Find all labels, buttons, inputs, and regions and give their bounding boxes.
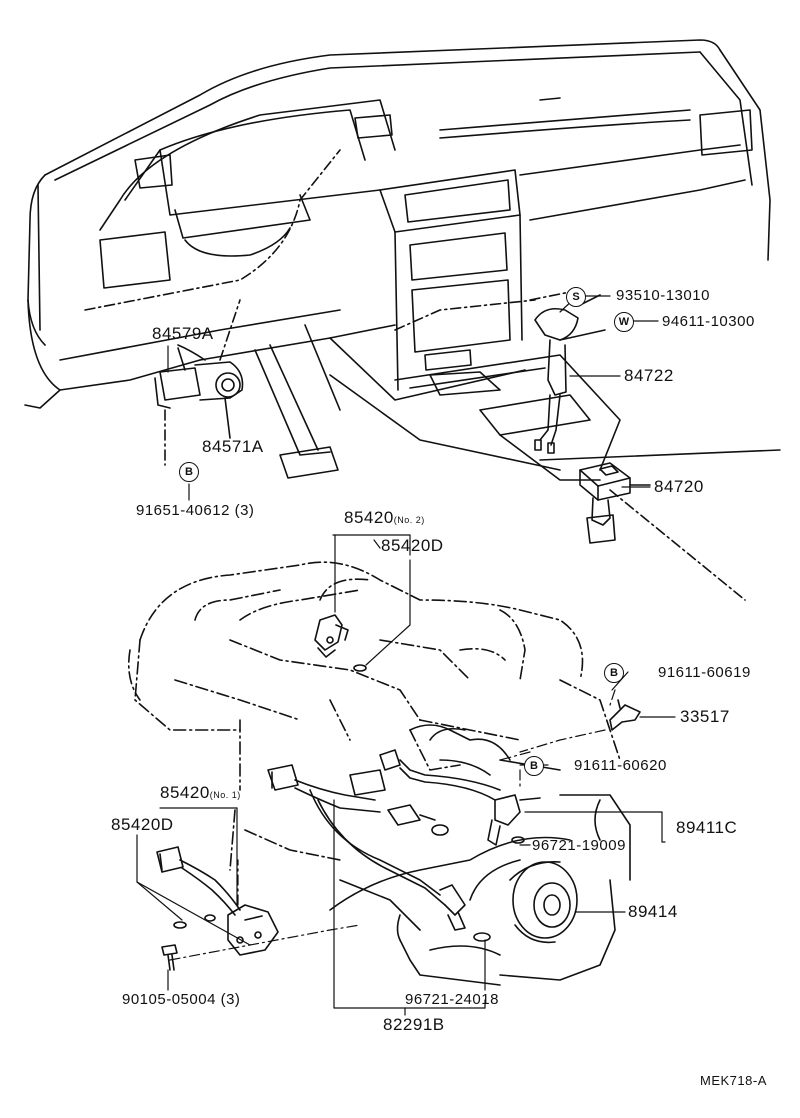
label-82291b: 82291B	[383, 1015, 445, 1034]
label-91651-40612: 91651-40612 (3)	[136, 502, 255, 519]
switch-84720	[579, 462, 651, 544]
label-91611-60620: 91611-60620	[574, 757, 667, 774]
label-84722: 84722	[624, 366, 674, 385]
label-33517: 33517	[680, 707, 730, 726]
diagram-code: MEK718-A	[700, 1073, 767, 1088]
dashboard-outline	[24, 39, 781, 481]
label-91611-60619: 91611-60619	[658, 664, 751, 681]
engine-outline	[127, 561, 621, 871]
label-85420-no2-number: 85420	[344, 508, 394, 527]
label-85420d-top: 85420D	[381, 536, 444, 555]
b-symbol-91651: B	[179, 462, 199, 482]
bolt-90105	[161, 944, 178, 971]
s-symbol: S	[566, 287, 586, 307]
b-symbol-91611-60619: B	[604, 663, 624, 683]
label-84571a: 84571A	[202, 437, 264, 456]
label-85420-no2: 85420(No. 2)	[344, 508, 425, 528]
label-85420-no1-sub: (No. 1)	[209, 790, 241, 800]
label-94611-10300: 94611-10300	[662, 313, 755, 330]
label-96721-19009: 96721-19009	[532, 837, 626, 854]
label-85420-no1: 85420(No. 1)	[160, 783, 241, 803]
label-84720: 84720	[654, 477, 704, 496]
w-symbol: W	[614, 312, 634, 332]
bracket-33517	[609, 699, 641, 731]
leader-lines	[136, 295, 676, 1016]
label-84579a: 84579A	[152, 324, 214, 343]
sensor-89411c	[487, 794, 541, 846]
oring-96721-24018	[473, 932, 491, 942]
switch-assembly-84571a	[154, 344, 244, 439]
shift-lever-84722	[534, 294, 606, 454]
label-85420-no1-number: 85420	[160, 783, 210, 802]
label-90105-05004: 90105-05004 (3)	[122, 991, 241, 1008]
label-96721-24018: 96721-24018	[405, 991, 499, 1008]
label-89414: 89414	[628, 902, 678, 921]
label-93510-13010: 93510-13010	[616, 287, 710, 304]
engine-solid-parts	[329, 724, 631, 986]
sensor-85420-no1	[156, 846, 279, 956]
harness-lines-upper	[84, 149, 746, 601]
sensor-85420-no2	[314, 614, 367, 672]
harness-lines-lower	[169, 689, 616, 961]
label-85420-no2-sub: (No. 2)	[393, 515, 425, 525]
label-89411c: 89411C	[676, 818, 738, 837]
harness-82291b	[267, 749, 501, 931]
label-85420d-bottom: 85420D	[111, 815, 174, 834]
b-symbol-91611-60620: B	[524, 756, 544, 776]
sensor-89414	[509, 861, 578, 944]
